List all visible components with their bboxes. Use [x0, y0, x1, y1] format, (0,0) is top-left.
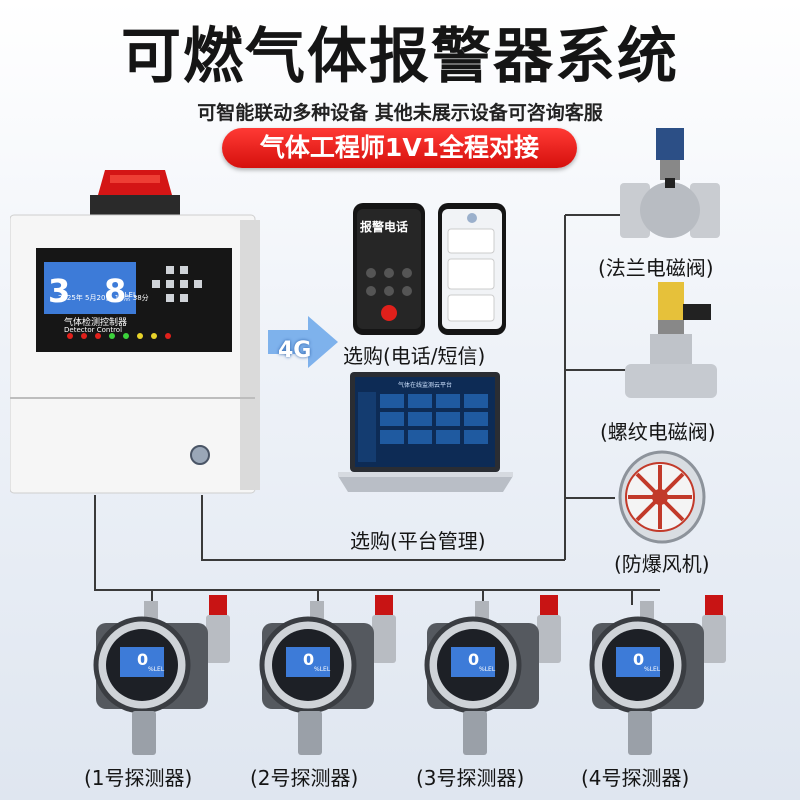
lcd-date-line: 2025年 5月20日 18点 38分	[58, 294, 149, 302]
lcd-left-digit: 3	[48, 272, 71, 310]
detector-unit: %LEL	[148, 666, 165, 673]
detector-label: (3号探测器)	[416, 766, 525, 790]
page-subtitle: 可智能联动多种设备 其他未展示设备可咨询客服	[197, 102, 603, 124]
detector-body	[93, 595, 230, 755]
engineer-banner: 气体工程师1V1全程对接	[222, 128, 577, 168]
thread-valve-label: (螺纹电磁阀)	[600, 420, 716, 444]
gas-detector	[578, 595, 738, 765]
flange-valve	[620, 128, 720, 238]
detector-label: (4号探测器)	[581, 766, 690, 790]
detector-label: (1号探测器)	[84, 766, 193, 790]
detector-beacon-icon	[705, 595, 723, 615]
detector-unit: %LEL	[479, 666, 496, 673]
lcd-unit: %LEL	[118, 291, 137, 299]
gas-detector	[248, 595, 408, 765]
platform-label: 选购(平台管理)	[350, 529, 486, 553]
arrow-right-icon	[268, 316, 338, 368]
detector-body	[424, 595, 561, 755]
gas-detector	[82, 595, 242, 765]
phone-call-label: 报警电话	[360, 220, 409, 234]
fan-icon	[618, 450, 706, 544]
detector-unit: %LEL	[644, 666, 661, 673]
detector-body	[259, 595, 396, 755]
controller-name-en: Detector Control	[64, 326, 123, 334]
detector-label: (2号探测器)	[250, 766, 359, 790]
thread-valve	[625, 282, 717, 398]
page-title: 可燃气体报警器系统	[121, 22, 679, 92]
badge-4g: 4G	[278, 338, 312, 363]
detector-reading: 0	[303, 650, 315, 669]
detector-beacon-icon	[209, 595, 227, 615]
detector-reading: 0	[137, 650, 149, 669]
phone-call	[353, 203, 425, 335]
gas-detector	[413, 595, 573, 765]
hangup-icon	[381, 305, 397, 321]
key-lock-icon	[190, 445, 210, 465]
detector-beacon-icon	[375, 595, 393, 615]
detector-reading: 0	[633, 650, 645, 669]
laptop-screen-title: 气体在线监测云平台	[398, 382, 453, 389]
gas-controller	[10, 170, 260, 494]
fan-label: (防爆风机)	[614, 552, 710, 576]
detector-reading: 0	[468, 650, 480, 669]
lcd-right-digit: 8	[104, 272, 127, 310]
phone-sms	[438, 203, 506, 335]
laptop	[338, 372, 513, 492]
detector-unit: %LEL	[314, 666, 331, 673]
detector-body	[589, 595, 726, 755]
controller-name-cn: 气体检测控制器	[64, 318, 128, 328]
flange-valve-label: (法兰电磁阀)	[598, 256, 714, 280]
contact-avatar-icon	[467, 213, 477, 223]
detector-beacon-icon	[540, 595, 558, 615]
phone-sms-label: 选购(电话/短信)	[343, 344, 486, 368]
alarm-beacon-icon	[90, 170, 180, 215]
